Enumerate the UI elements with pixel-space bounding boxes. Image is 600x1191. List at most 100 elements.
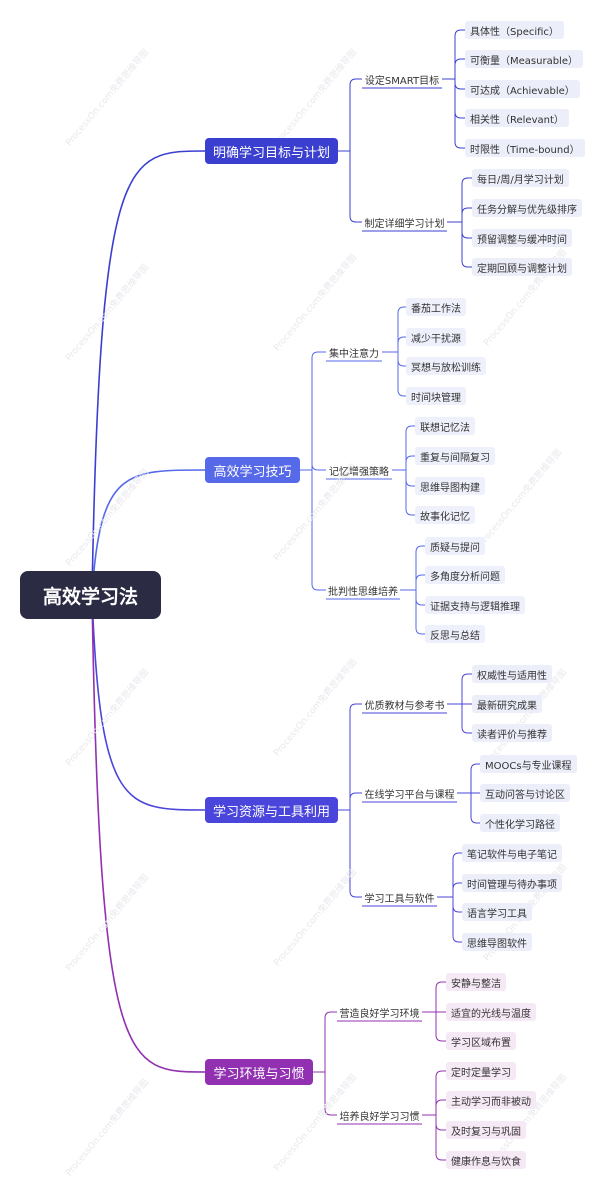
leaf-node[interactable]: 安静与整洁 [446, 973, 506, 991]
connector [91, 150, 206, 596]
connector [397, 336, 406, 344]
sub-topic-node[interactable]: 记忆增强策略 [329, 466, 389, 478]
connector [91, 469, 206, 596]
leaf-node[interactable]: 主动学习而非被动 [446, 1091, 536, 1109]
leaf-node[interactable]: 具体性（Specific） [465, 21, 564, 39]
connector [454, 111, 465, 119]
connector [435, 1070, 446, 1078]
connector [435, 981, 446, 989]
leaf-node[interactable]: 重复与间隔复习 [415, 447, 495, 465]
leaf-node[interactable]: 定期回顾与调整计划 [472, 258, 572, 276]
connector [415, 545, 425, 553]
leaf-node[interactable]: 相关性（Relevant） [465, 109, 569, 127]
connector [435, 1153, 446, 1161]
branch-node[interactable]: 明确学习目标与计划 [205, 138, 338, 164]
connector [461, 231, 472, 239]
leaf-node[interactable]: 番茄工作法 [406, 298, 466, 316]
leaf-node[interactable]: 健康作息与饮食 [446, 1151, 526, 1169]
connector [311, 463, 326, 471]
leaf-node[interactable]: 冥想与放松训练 [406, 357, 486, 375]
connector [454, 29, 465, 37]
leaf-node[interactable]: 联想记忆法 [415, 417, 475, 435]
leaf-node[interactable]: 个性化学习路径 [480, 814, 560, 832]
connector [349, 792, 362, 800]
leaf-node[interactable]: MOOCs与专业课程 [480, 755, 577, 773]
connector [461, 673, 472, 681]
connector [435, 1123, 446, 1131]
leaf-node[interactable]: 及时复习与巩固 [446, 1121, 526, 1139]
connector [461, 177, 472, 185]
leaf-node[interactable]: 学习区域布置 [446, 1032, 516, 1050]
connector [405, 425, 415, 433]
leaf-node[interactable]: 时间块管理 [406, 387, 466, 405]
connector [349, 215, 362, 223]
branch-node[interactable]: 学习环境与习惯 [205, 1059, 313, 1085]
connector [454, 82, 465, 90]
leaf-node[interactable]: 故事化记忆 [415, 506, 475, 524]
leaf-node[interactable]: 预留调整与缓冲时间 [472, 229, 572, 247]
leaf-node[interactable]: 任务分解与优先级排序 [472, 199, 582, 217]
leaf-node[interactable]: 思维导图软件 [462, 933, 532, 951]
connector [452, 905, 462, 913]
connector [324, 1108, 337, 1116]
connector [470, 763, 480, 771]
leaf-node[interactable]: 可衡量（Measurable） [465, 50, 583, 68]
leaf-node[interactable]: 互动问答与讨论区 [480, 784, 570, 802]
sub-topic-node[interactable]: 集中注意力 [329, 348, 379, 360]
sub-topic-node[interactable]: 营造良好学习环境 [339, 1008, 420, 1020]
connector [461, 260, 472, 268]
root-node[interactable]: 高效学习法 [20, 571, 161, 619]
leaf-node[interactable]: 最新研究成果 [472, 695, 542, 713]
connector [397, 306, 406, 314]
sub-topic-node[interactable]: 在线学习平台与课程 [364, 789, 455, 801]
leaf-node[interactable]: 多角度分析问题 [425, 566, 505, 584]
leaf-node[interactable]: 可达成（Achievable） [465, 80, 580, 98]
connector [405, 479, 415, 487]
leaf-node[interactable]: 权威性与适用性 [472, 665, 552, 683]
connector [461, 207, 472, 215]
connector [349, 78, 362, 86]
connector [452, 935, 462, 943]
sub-topic-node[interactable]: 优质教材与参考书 [364, 700, 445, 712]
leaf-node[interactable]: 笔记软件与电子笔记 [462, 844, 562, 862]
connector [435, 1099, 446, 1107]
connector [91, 594, 206, 811]
leaf-node[interactable]: 思维导图构建 [415, 477, 485, 495]
leaf-node[interactable]: 时限性（Time-bound） [465, 139, 585, 157]
connector [349, 703, 362, 711]
connector [405, 508, 415, 516]
branch-node[interactable]: 高效学习技巧 [205, 457, 300, 483]
connector [397, 359, 406, 367]
leaf-node[interactable]: 减少干扰源 [406, 328, 466, 346]
leaf-node[interactable]: 质疑与提问 [425, 537, 485, 555]
leaf-node[interactable]: 证据支持与逻辑推理 [425, 596, 525, 614]
leaf-node[interactable]: 适宜的光线与温度 [446, 1003, 536, 1021]
connector [452, 882, 462, 890]
connector [324, 1011, 337, 1019]
leaf-node[interactable]: 读者评价与推荐 [472, 724, 552, 742]
connector [470, 816, 480, 824]
leaf-node[interactable]: 时间管理与待办事项 [462, 874, 562, 892]
sub-topic-node[interactable]: 学习工具与软件 [364, 893, 435, 905]
connector [397, 389, 406, 397]
connector [454, 58, 465, 66]
leaf-node[interactable]: 每日/周/月学习计划 [472, 169, 569, 187]
sub-topic-node[interactable]: 制定详细学习计划 [364, 218, 445, 230]
leaf-node[interactable]: 定时定量学习 [446, 1062, 516, 1080]
connector [435, 1034, 446, 1042]
connector [311, 351, 326, 359]
branch-node[interactable]: 学习资源与工具利用 [205, 797, 338, 823]
sub-topic-node[interactable]: 设定SMART目标 [364, 75, 440, 87]
connector [415, 598, 425, 606]
connector [415, 574, 425, 582]
leaf-node[interactable]: 语言学习工具 [462, 903, 532, 921]
connector [349, 890, 362, 898]
connector [91, 594, 206, 1073]
sub-topic-node[interactable]: 培养良好学习习惯 [339, 1111, 420, 1123]
connector [454, 141, 465, 149]
leaf-node[interactable]: 反思与总结 [425, 625, 485, 643]
connector [415, 627, 425, 635]
sub-topic-node[interactable]: 批判性思维培养 [328, 586, 398, 598]
connector [452, 852, 462, 860]
